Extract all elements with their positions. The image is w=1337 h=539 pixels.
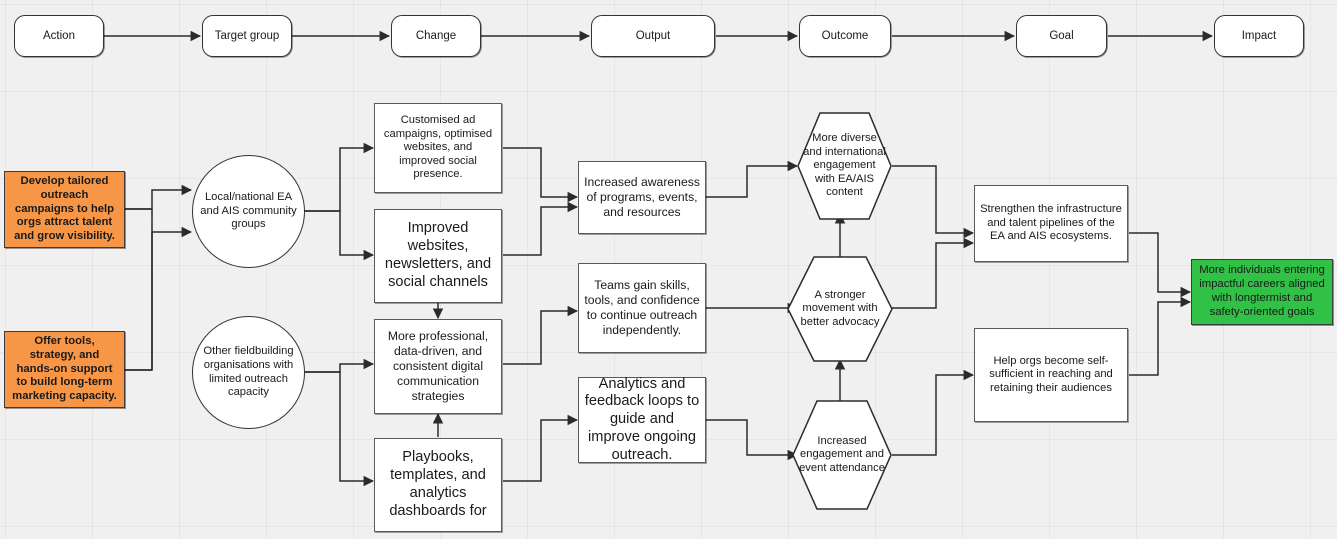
edge-action1-target1 <box>125 184 193 210</box>
lane-output[interactable]: Output <box>591 15 715 57</box>
impact-node-1-label: More individuals entering impactful care… <box>1199 264 1325 318</box>
outcome-node-2-label: A stronger movement with better advocacy <box>800 288 880 328</box>
action-node-2[interactable]: Offer tools, strategy, and hands-on supp… <box>4 331 125 408</box>
goal-node-1[interactable]: Strengthen the infrastructure and talent… <box>974 185 1128 262</box>
edge-goal1-impact <box>1129 232 1192 298</box>
edge-output1-outcome1 <box>706 160 799 198</box>
edge-action1-target2-bridge <box>125 226 193 371</box>
change-node-3-label: More professional, data-driven, and cons… <box>387 329 489 403</box>
outcome-node-1[interactable]: More diverse and international engagemen… <box>797 112 892 220</box>
edge-outcome2-goal1 <box>892 237 975 309</box>
output-node-3-label: Analytics and feedback loops to guide an… <box>584 375 700 463</box>
change-node-2-label: Improved websites, newsletters, and soci… <box>384 220 492 290</box>
edge-output3-outcome3 <box>706 419 799 461</box>
change-node-1[interactable]: Customised ad campaigns, optimised websi… <box>374 103 502 193</box>
lane-outcome-label: Outcome <box>821 29 869 42</box>
hexagon-shape-1 <box>797 112 892 220</box>
edge-goal2-impact <box>1129 296 1192 376</box>
lane-goal-label: Goal <box>1049 29 1074 42</box>
hexagon-shape-3 <box>792 400 892 510</box>
outcome-node-3-label: Increased engagement and event attendanc… <box>799 434 885 474</box>
target-group-node-2-label: Other fieldbuilding organisations with l… <box>203 345 294 399</box>
edge-change2-output1 <box>503 201 579 256</box>
impact-node-1[interactable]: More individuals entering impactful care… <box>1191 259 1333 325</box>
lane-change-label: Change <box>415 29 457 42</box>
change-node-4[interactable]: Playbooks, templates, and analytics dash… <box>374 438 502 532</box>
lane-impact[interactable]: Impact <box>1214 15 1304 57</box>
action-node-1-label: Develop tailored outreach campaigns to h… <box>14 175 115 243</box>
output-node-2-label: Teams gain skills, tools, and confidence… <box>584 278 700 337</box>
hexagon-shape-2 <box>787 256 893 362</box>
edge-target2-change4 <box>304 371 375 487</box>
lane-target-group-label: Target group <box>214 29 280 42</box>
action-node-2-label: Offer tools, strategy, and hands-on supp… <box>12 335 117 403</box>
lane-change[interactable]: Change <box>391 15 481 57</box>
goal-node-1-label: Strengthen the infrastructure and talent… <box>980 203 1122 243</box>
lane-target-group[interactable]: Target group <box>202 15 292 57</box>
outcome-node-1-label: More diverse and international engagemen… <box>803 131 886 199</box>
lane-goal[interactable]: Goal <box>1016 15 1107 57</box>
output-node-2[interactable]: Teams gain skills, tools, and confidence… <box>578 263 706 353</box>
edge-outcome3-goal2 <box>892 369 975 456</box>
edge-outcome1-goal1 <box>892 165 975 239</box>
output-node-3[interactable]: Analytics and feedback loops to guide an… <box>578 375 706 463</box>
goal-node-2-label: Help orgs become self-sufficient in reac… <box>989 354 1113 394</box>
outcome-node-3[interactable]: Increased engagement and event attendanc… <box>792 400 892 510</box>
edge-target2-change3 <box>304 358 375 373</box>
edge-change4-output3 <box>503 414 579 482</box>
outcome-node-2[interactable]: A stronger movement with better advocacy <box>787 256 893 362</box>
action-node-1[interactable]: Develop tailored outreach campaigns to h… <box>4 171 125 248</box>
change-node-2[interactable]: Improved websites, newsletters, and soci… <box>374 209 502 303</box>
lane-outcome[interactable]: Outcome <box>799 15 891 57</box>
target-group-node-1[interactable]: Local/national EA and AIS community grou… <box>192 155 305 268</box>
edge-target1-change2 <box>304 210 375 261</box>
edge-change1-output1 <box>503 147 579 203</box>
change-node-1-label: Customised ad campaigns, optimised websi… <box>383 113 493 181</box>
edge-target1-change1 <box>304 142 375 212</box>
edge-change3-output2 <box>503 305 579 365</box>
lane-output-label: Output <box>635 29 671 42</box>
goal-node-2[interactable]: Help orgs become self-sufficient in reac… <box>974 328 1128 422</box>
target-group-node-2[interactable]: Other fieldbuilding organisations with l… <box>192 316 305 429</box>
target-group-node-1-label: Local/national EA and AIS community grou… <box>200 191 297 231</box>
lane-impact-label: Impact <box>1241 29 1277 42</box>
output-node-1[interactable]: Increased awareness of programs, events,… <box>578 161 706 234</box>
output-node-1-label: Increased awareness of programs, events,… <box>584 175 700 219</box>
change-node-3[interactable]: More professional, data-driven, and cons… <box>374 319 502 414</box>
lane-action-label: Action <box>43 29 75 42</box>
change-node-4-label: Playbooks, templates, and analytics dash… <box>389 449 487 519</box>
lane-action[interactable]: Action <box>14 15 104 57</box>
